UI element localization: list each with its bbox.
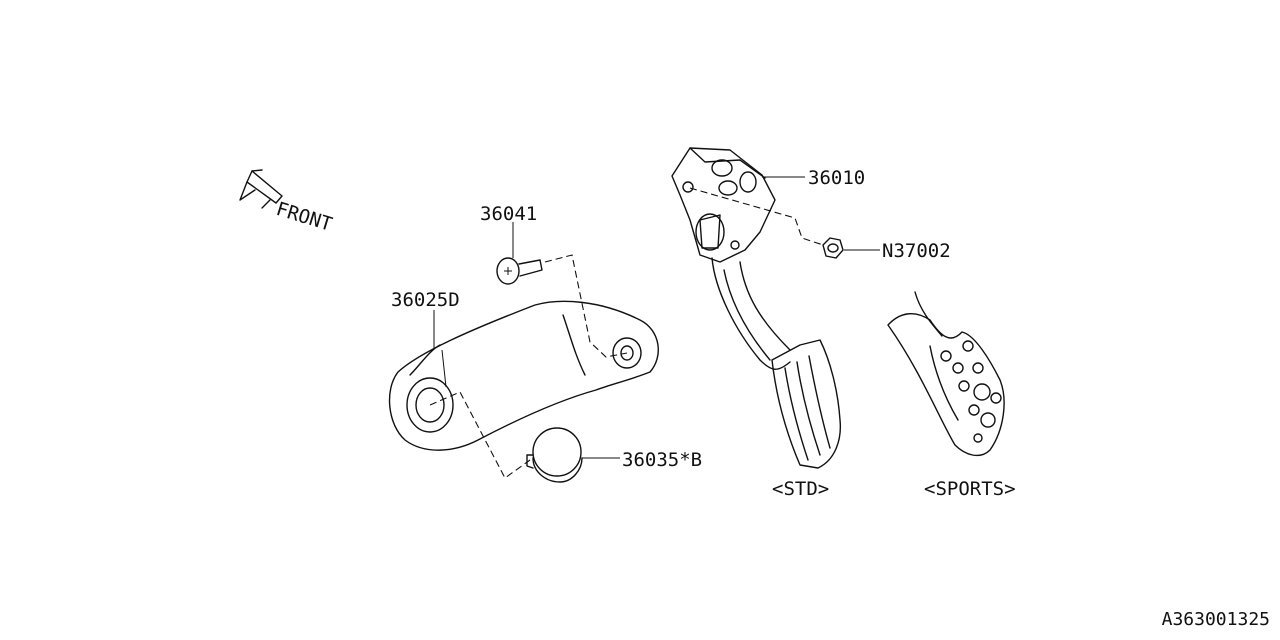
front-arrow-icon [239,169,283,209]
part-label-36035b[interactable]: 36035*B [622,449,703,471]
assembly-lines-left [429,254,628,479]
diagram-code: A363001325 [1161,609,1270,630]
stopper-36035b [526,427,620,483]
part-label-36025d[interactable]: 36025D [391,289,460,311]
part-label-n37002[interactable]: N37002 [882,240,951,262]
part-label-36010[interactable]: 36010 [808,167,866,189]
sports-pedal-pad [887,291,1005,457]
bracket-36025d [388,300,659,451]
variant-label-std: <STD> [772,478,830,500]
bolt-36041 [496,222,543,285]
variant-label-sports: <SPORTS> [924,478,1016,500]
pedal-assembly-36010 [671,147,842,469]
part-label-36041[interactable]: 36041 [480,203,538,225]
nut-n37002 [822,237,880,259]
